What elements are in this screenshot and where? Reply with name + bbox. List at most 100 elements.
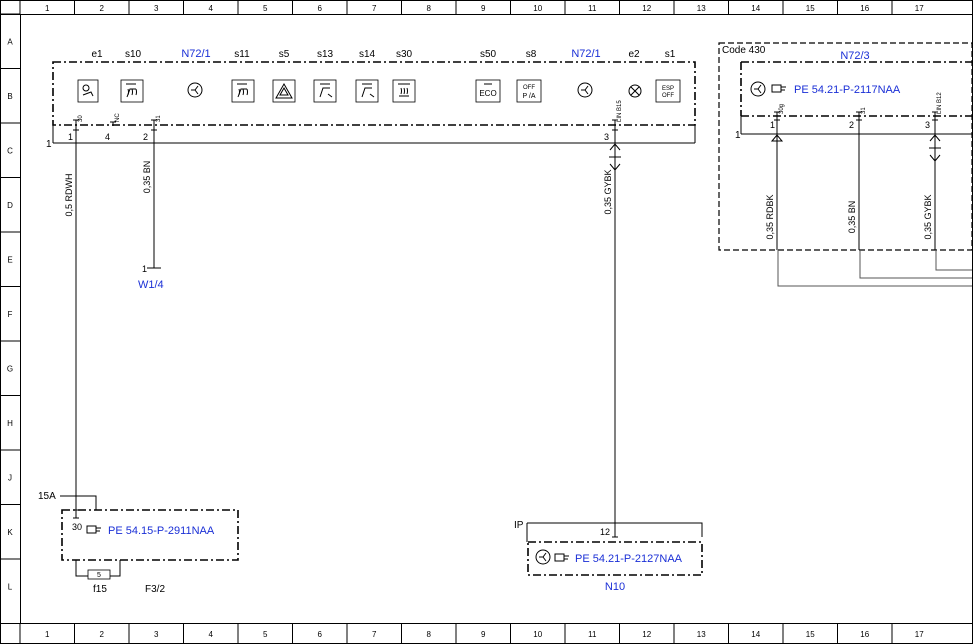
grid-col-label: 9 <box>481 4 486 13</box>
esp-label-bottom: OFF <box>662 93 674 99</box>
n72-3-border <box>740 61 972 117</box>
wire-gybk-label: 0,35 GYBK <box>603 169 613 214</box>
svg-text:LIN B12: LIN B12 <box>937 92 943 114</box>
switch-e1-icon <box>77 79 99 103</box>
grid-col-label: 3 <box>154 630 159 639</box>
label-s10: s10 <box>125 49 142 60</box>
grid-col-label: 12 <box>642 4 651 13</box>
esp-switch-s1-icon: ESP OFF <box>655 79 681 103</box>
main-connector-ref: 1 <box>46 139 52 150</box>
pin-3: LIN B15 3 <box>604 100 623 142</box>
module-n72-1-right-icon <box>577 82 593 98</box>
grid-row-label: E <box>7 255 12 264</box>
grid-col-label: 10 <box>533 4 542 13</box>
code-430-border <box>718 42 973 251</box>
hand-pointer-icon <box>86 525 101 534</box>
svg-text:31: 31 <box>156 115 162 122</box>
label-s5: s5 <box>279 49 290 60</box>
grid-row-label: D <box>7 201 13 210</box>
grid-row-label: J <box>8 473 12 482</box>
svg-text:NC: NC <box>115 113 121 122</box>
wire-rdwh: 0,5 RDWH <box>64 130 77 510</box>
grid-col-label: 1 <box>45 630 50 639</box>
svg-text:30g: 30g <box>779 104 785 114</box>
grid-row-label: H <box>7 419 13 428</box>
hazard-switch-s5-icon <box>272 79 296 103</box>
label-e1: e1 <box>91 49 103 60</box>
grid-col-label: 2 <box>100 630 105 639</box>
ground-w1-4: 1 W1/4 <box>138 264 164 291</box>
lamp-e2-icon <box>628 84 642 98</box>
n72-3-ref-link[interactable]: PE 54.21-P-2117NAA <box>794 84 901 96</box>
grid-row-label: B <box>7 92 12 101</box>
grid-col-label: 10 <box>533 630 542 639</box>
wire-gybk: 0,35 GYBK <box>603 130 621 537</box>
grid-col-label: 2 <box>100 4 105 13</box>
n10-ref-link[interactable]: PE 54.21-P-2127NAA <box>575 553 683 565</box>
n10-border <box>527 541 703 576</box>
seat-heater-s10-icon <box>120 79 144 103</box>
grid-col-label: 11 <box>588 630 597 639</box>
code-wire-bn-label: 0,35 BN <box>847 201 857 234</box>
n10-module-icon <box>535 549 551 565</box>
pin-2: 31 2 <box>143 115 162 142</box>
grid-col-label: 13 <box>697 4 706 13</box>
hand-pointer-icon <box>771 84 786 93</box>
label-s8: s8 <box>526 49 537 60</box>
fuse-box-name: F3/2 <box>145 584 165 595</box>
eco-switch-s50-icon: ECO <box>475 79 501 103</box>
label-s14: s14 <box>359 49 376 60</box>
grid-col-label: 8 <box>427 630 432 639</box>
grid-col-label: 17 <box>915 630 924 639</box>
svg-text:1: 1 <box>68 132 73 142</box>
grid-col-label: 7 <box>372 4 377 13</box>
main-module-border <box>52 61 696 126</box>
fuse-name: f15 <box>93 584 107 595</box>
grid-col-label: 5 <box>263 4 268 13</box>
grid-row-label: F <box>8 310 13 319</box>
esp-label-top: ESP <box>662 86 674 92</box>
fuse-amp-label: 15A <box>38 491 56 502</box>
fuse-ref-link[interactable]: PE 54.15-P-2911NAA <box>108 525 215 537</box>
svg-text:31: 31 <box>861 107 867 114</box>
svg-text:30: 30 <box>72 522 82 532</box>
n10-ip-label: IP <box>514 520 524 531</box>
grid-col-label: 15 <box>806 630 815 639</box>
grid-col-label: 13 <box>697 630 706 639</box>
grid-row-label: G <box>7 364 13 373</box>
label-s1: s1 <box>665 49 676 60</box>
grid-col-label: 8 <box>427 4 432 13</box>
grid-col-label: 3 <box>154 4 159 13</box>
module-n72-1-left-icon <box>187 82 203 98</box>
grid-row-label: C <box>7 146 13 155</box>
hand-pointer-icon <box>554 553 569 562</box>
grid-col-label: 4 <box>209 630 214 639</box>
ground-pin: 1 <box>142 264 147 274</box>
rear-heater-s30-icon <box>392 79 416 103</box>
svg-text:12: 12 <box>600 527 610 537</box>
grid-col-label: 7 <box>372 630 377 639</box>
seat-switch-s14-icon <box>355 79 379 103</box>
code-wire-rdbk-label: 0,35 RDBK <box>765 194 775 239</box>
parking-switch-s8-icon: OFF P /A <box>516 79 542 103</box>
n10-name: N10 <box>605 581 625 593</box>
svg-text:3: 3 <box>925 120 930 130</box>
fuse-box-border <box>61 509 239 561</box>
label-n72-1-right: N72/1 <box>571 48 600 60</box>
grid-col-label: 14 <box>751 4 760 13</box>
seat-heater-s11-icon <box>231 79 255 103</box>
svg-text:3: 3 <box>604 132 609 142</box>
svg-text:30: 30 <box>78 115 84 122</box>
ground-name: W1/4 <box>138 279 164 291</box>
svg-text:1: 1 <box>735 130 741 141</box>
svg-text:2: 2 <box>143 132 148 142</box>
grid-col-label: 11 <box>588 4 597 13</box>
fuse-box-f3-2: 15A 30 PE 54.15-P-2911NAA 5 f15 F3/2 <box>38 491 239 595</box>
svg-text:LIN B15: LIN B15 <box>617 100 623 122</box>
fuse-f15-icon <box>87 569 111 580</box>
grid-col-label: 6 <box>318 630 323 639</box>
wire-bn-label: 0,35 BN <box>142 161 152 194</box>
